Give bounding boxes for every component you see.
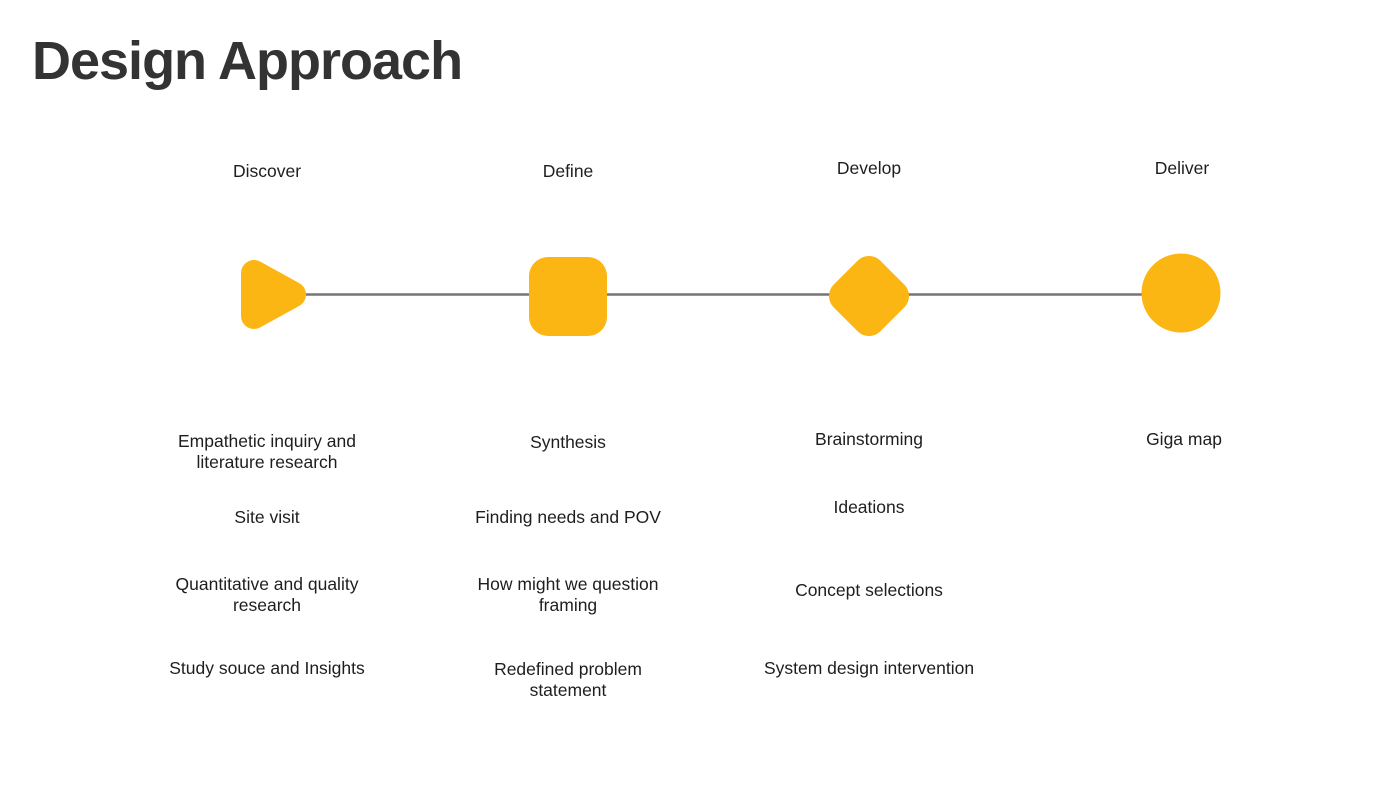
develop-item-2: Ideations: [833, 497, 905, 517]
define-item-4: Redefined problem statement: [494, 659, 642, 700]
phase-label-deliver: Deliver: [1154, 158, 1210, 178]
define-item-1: Synthesis: [530, 432, 606, 452]
phase-label-discover: Discover: [232, 161, 302, 181]
discover-item-1: Empathetic inquiry and literature resear…: [177, 431, 357, 472]
define-item-2: Finding needs and POV: [475, 507, 661, 527]
define-item-3: How might we question framing: [477, 574, 659, 615]
discover-rounded-triangle-icon: [241, 260, 306, 329]
phase-label-define: Define: [542, 161, 594, 181]
page-title: Design Approach: [32, 31, 463, 91]
deliver-item-1: Giga map: [1146, 429, 1222, 449]
phase-label-develop: Develop: [836, 158, 902, 178]
develop-item-3: Concept selections: [795, 580, 943, 600]
deliver-circle-icon: [1141, 253, 1221, 333]
develop-item-1: Brainstorming: [815, 429, 923, 449]
develop-item-4: System design intervention: [763, 658, 975, 678]
define-rounded-square-icon: [529, 257, 607, 336]
discover-item-4: Study souce and Insights: [169, 658, 365, 678]
discover-item-2: Site visit: [234, 507, 300, 527]
discover-item-3: Quantitative and quality research: [175, 574, 359, 615]
develop-rounded-diamond-icon: [828, 255, 910, 337]
